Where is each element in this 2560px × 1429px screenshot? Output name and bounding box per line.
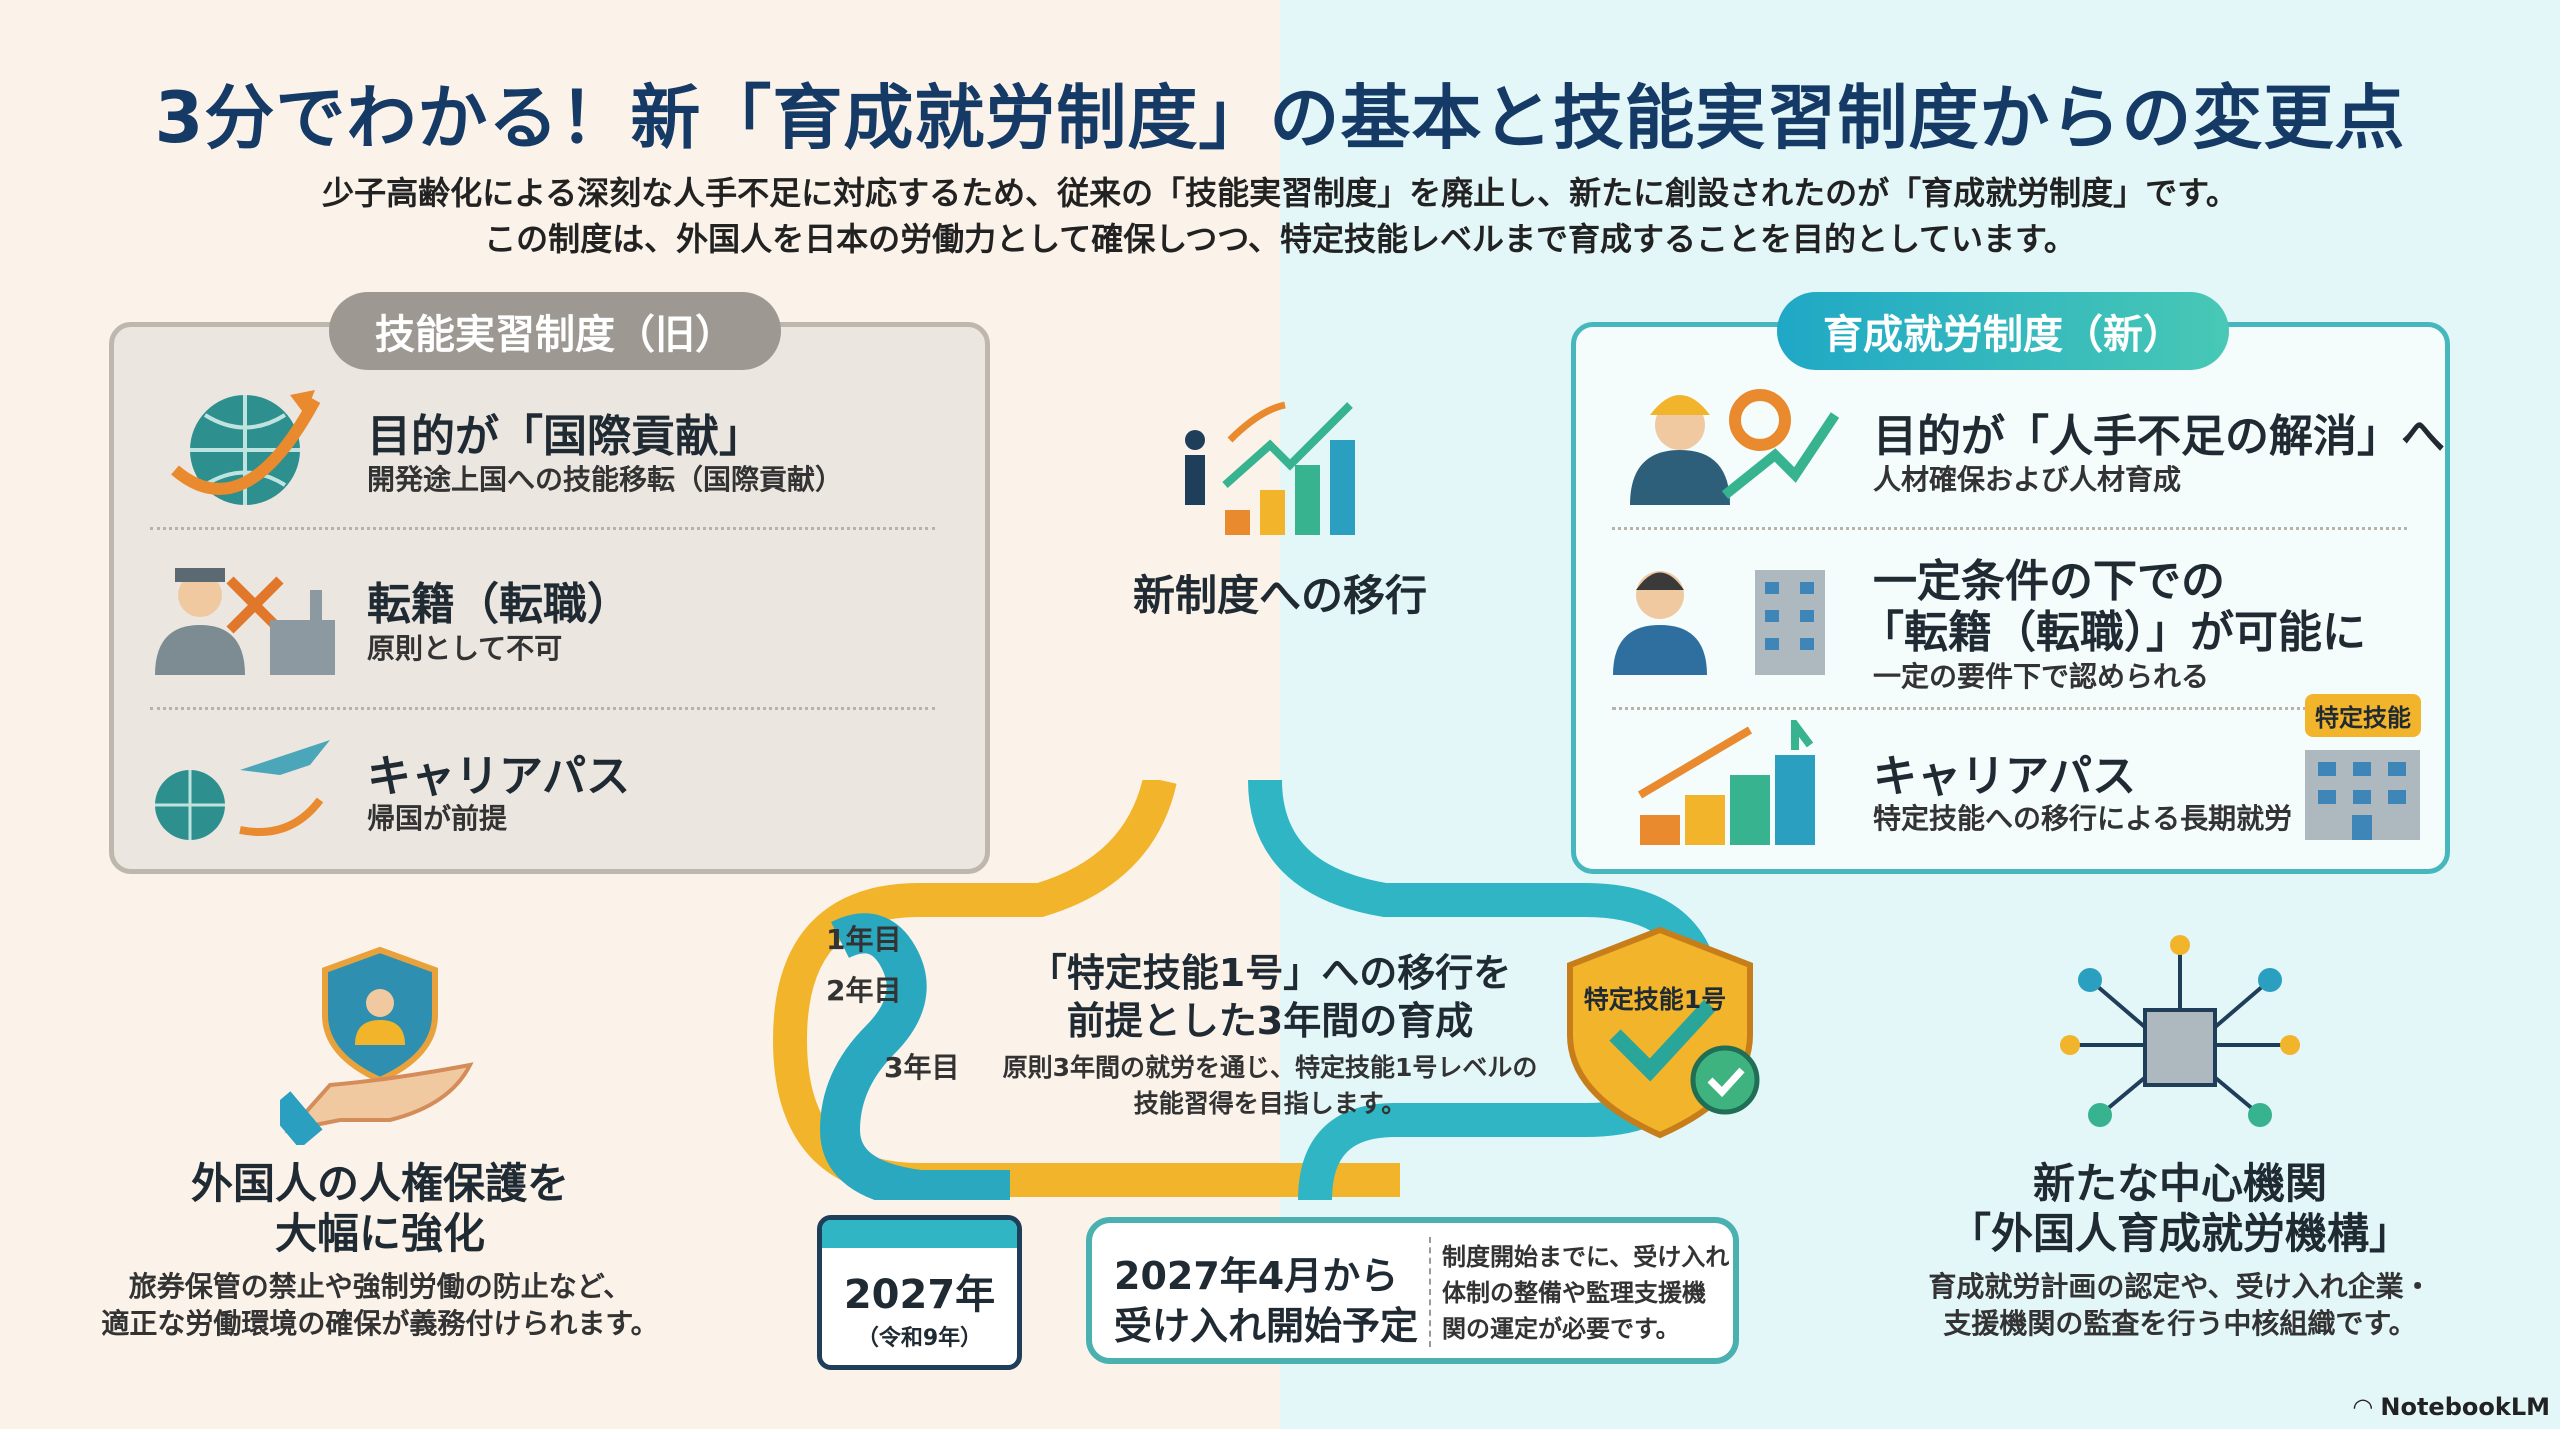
old-item-title: 転籍（転職） (367, 579, 631, 630)
intro-line-1: 少子高齢化による深刻な人手不足に対応するため、従来の「技能実習制度」を廃止し、新… (322, 174, 2238, 212)
divider (150, 527, 935, 530)
start-heading: 2027年4月から (1114, 1254, 1399, 1298)
divider (150, 707, 935, 710)
specified-skill-shield-icon (1567, 926, 1760, 1139)
globe-airplane-icon (155, 740, 330, 840)
old-item-sub: 原則として不可 (367, 632, 563, 665)
callout-divider (1429, 1237, 1431, 1347)
page-title: 3分でわかる！新「育成就労制度」の基本と技能実習制度からの変更点 (154, 77, 2406, 159)
start-note-line: 体制の整備や監理支援機 (1442, 1279, 1706, 1307)
org-heading: 「外国人育成就労機構」 (1948, 1209, 2411, 1258)
start-note-line: 関の運定が必要です。 (1442, 1315, 1680, 1343)
org-heading: 新たな中心機関 (2032, 1159, 2327, 1208)
career-steps-icon (1637, 720, 1815, 845)
notebooklm-brand: ◠ NotebookLM (2353, 1393, 2550, 1421)
new-item-title-line2: 「転籍（転職）」が可能に (1860, 607, 2366, 658)
hand-shield-icon (280, 946, 474, 1145)
new-item-title: 一定条件の下での (1873, 556, 2225, 607)
transition-growth-icon (1185, 401, 1355, 535)
start-callout: 2027年4月から 受け入れ開始予定 制度開始までに、受け入れ体制の整備や監理支… (1086, 1217, 1739, 1364)
org-desc: 育成就労計画の認定や、受け入れ企業・ (1928, 1270, 2432, 1303)
intro-line-2: この制度は、外国人を日本の労働力として確保しつつ、特定技能レベルまで育成すること… (484, 220, 2076, 258)
path-heading: 「特定技能1号」への移行を (1028, 951, 1512, 995)
brand-label: NotebookLM (2380, 1393, 2550, 1421)
specified-skill-badge: 特定技能 (2305, 694, 2421, 737)
divider (1612, 707, 2332, 710)
divider (1612, 527, 2407, 530)
path-desc: 原則3年間の就労を通じ、特定技能1号レベルの (1002, 1053, 1538, 1082)
old-item-title: キャリアパス (367, 751, 631, 802)
rights-heading: 大幅に強化 (274, 1209, 485, 1258)
year-3-label: 3年目 (884, 1051, 960, 1084)
calendar-era: （令和9年） (856, 1326, 983, 1351)
start-note-line: 制度開始までに、受け入れ (1442, 1243, 1730, 1271)
globe-arrow-icon (171, 390, 321, 505)
transition-label: 新制度への移行 (1132, 571, 1427, 620)
new-item-title: 目的が「人手不足の解消」へ (1873, 411, 2445, 462)
path-desc: 技能習得を目指します。 (1133, 1089, 1407, 1118)
rights-desc: 適正な労働環境の確保が義務付けられます。 (101, 1307, 659, 1340)
year-2-label: 2年目 (826, 974, 902, 1007)
rights-desc: 旅券保管の禁止や強制労働の防止など、 (128, 1270, 632, 1303)
worker-gear-growth-icon (1630, 389, 1840, 505)
rights-heading: 外国人の人権保護を (190, 1159, 569, 1208)
new-system-label: 育成就労制度（新） (1777, 292, 2229, 370)
old-item-sub: 開発途上国への技能移転（国際貢献） (367, 463, 844, 496)
org-desc: 支援機関の監査を行う中核組織です。 (1943, 1307, 2417, 1340)
shield-label: 特定技能1号 (1583, 985, 1727, 1014)
start-note: 制度開始までに、受け入れ体制の整備や監理支援機関の運定が必要です。 (1442, 1239, 1729, 1347)
year-1-label: 1年目 (826, 923, 902, 956)
organization-network-icon (2060, 935, 2300, 1127)
new-item-title: キャリアパス (1873, 751, 2137, 802)
old-item-sub: 帰国が前提 (367, 802, 508, 835)
worker-blocked-icon (155, 568, 335, 675)
worker-building-icon (1613, 570, 1825, 675)
path-heading: 前提とした3年間の育成 (1066, 999, 1474, 1043)
new-item-sub: 一定の要件下で認められる (1873, 660, 2210, 693)
old-system-label: 技能実習制度（旧） (329, 292, 781, 370)
old-item-title: 目的が「国際貢献」 (367, 411, 763, 462)
calendar-year: 2027年 (843, 1272, 996, 1318)
new-item-sub: 人材確保および人材育成 (1873, 463, 2182, 496)
building-icon (2305, 750, 2420, 840)
calendar-icon: 2027年 （令和9年） (817, 1215, 1022, 1370)
start-heading: 受け入れ開始予定 (1114, 1304, 1419, 1348)
new-item-sub: 特定技能への移行による長期就労 (1873, 802, 2293, 835)
